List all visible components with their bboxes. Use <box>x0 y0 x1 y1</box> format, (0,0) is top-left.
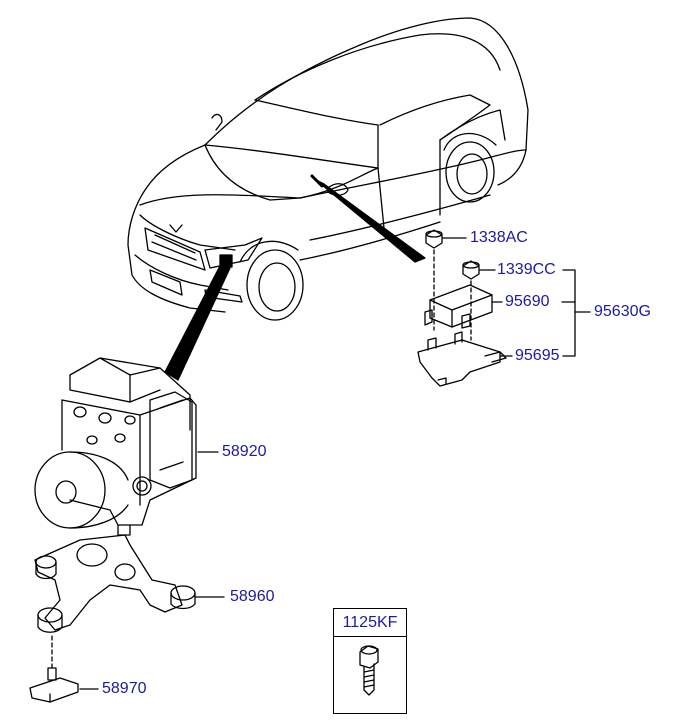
sensor-pointer <box>315 179 426 263</box>
part-label-58920[interactable]: 58920 <box>222 443 267 460</box>
abs-mounting-bracket <box>29 534 196 703</box>
part-label-58970[interactable]: 58970 <box>102 680 147 697</box>
part-label-95695[interactable]: 95695 <box>515 347 560 364</box>
part-label-1338ac[interactable]: 1338AC <box>470 229 528 246</box>
part-label-95690[interactable]: 95690 <box>505 293 550 310</box>
part-box-1125kf[interactable]: 1125KF <box>333 608 407 714</box>
car-illustration <box>127 17 529 321</box>
sensor-leader-lines <box>442 237 591 357</box>
abs-pointer <box>164 261 231 381</box>
abs-hydraulic-unit <box>34 357 197 536</box>
part-label-58960[interactable]: 58960 <box>230 588 275 605</box>
part-label-95630g[interactable]: 95630G <box>594 303 651 320</box>
part-label-1125kf[interactable]: 1125KF <box>334 609 406 637</box>
bolt-1125kf-illustration <box>359 645 379 696</box>
abs-leader-lines <box>79 451 225 690</box>
part-label-1339cc[interactable]: 1339CC <box>497 261 556 278</box>
yaw-rate-sensor-assembly <box>417 229 507 387</box>
